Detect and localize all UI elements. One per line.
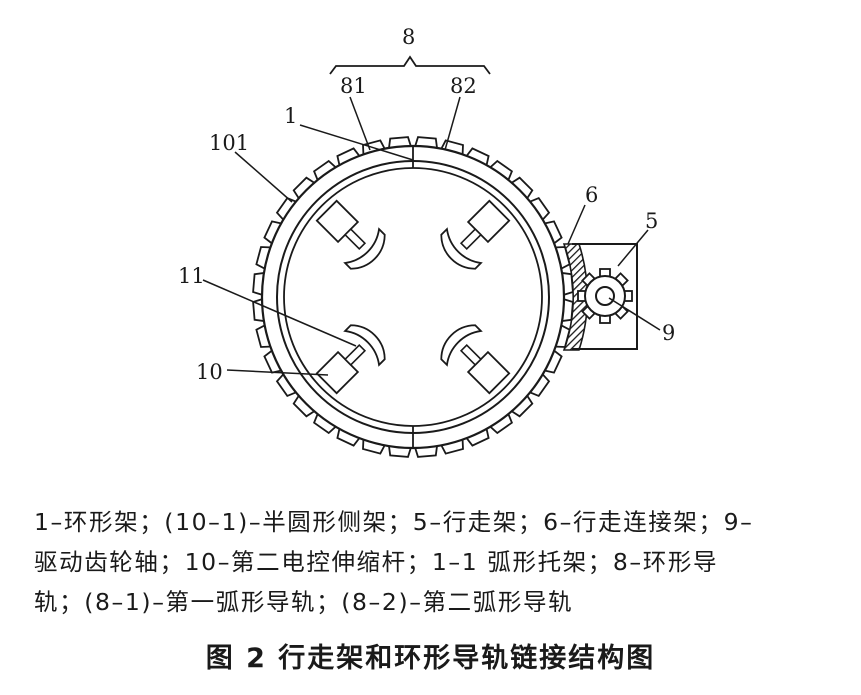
leader-82 [444, 96, 461, 151]
mechanical-diagram: 8 81 82 1 101 6 5 9 11 10 [178, 25, 675, 458]
arc-support [440, 227, 483, 270]
telescopic-arm [315, 324, 386, 395]
leader-9 [608, 297, 661, 331]
arc-support [440, 324, 483, 367]
caption-line-3: 轨；(8–1)–第一弧形导轨；(8–2)–第二弧形导轨 [34, 588, 574, 616]
arc-support [343, 227, 386, 270]
caption-line-1: 1–环形架；(10–1)–半圆形侧架；5–行走架；6–行走连接架；9– [34, 508, 754, 536]
label-10: 10 [196, 360, 223, 384]
telescopic-arm [315, 199, 386, 270]
walking-connector-hatched [562, 243, 589, 351]
telescopic-arm [440, 324, 511, 395]
label-8: 8 [402, 25, 415, 49]
telescopic-arm [440, 199, 511, 270]
telescopic-rod-shaft [459, 343, 483, 367]
label-101: 101 [209, 131, 249, 155]
telescopic-rod-shaft [343, 343, 367, 367]
drive-gear-shaft [595, 286, 615, 306]
leader-6 [567, 204, 586, 245]
outer-rail-circle [260, 144, 566, 450]
arc-support [343, 324, 386, 367]
figure-title: 图 2 行走架和环形导轨链接结构图 [205, 643, 656, 674]
leader-81 [349, 96, 371, 151]
leader-101 [234, 151, 293, 203]
label-81: 81 [340, 74, 367, 98]
label-6: 6 [585, 183, 598, 207]
telescopic-rod-shaft [459, 227, 483, 251]
label-5: 5 [645, 209, 658, 233]
caption-line-2: 驱动齿轮轴；10–第二电控伸缩杆；1–1 弧形托架；8–环形导 [34, 548, 719, 576]
telescopic-arms [315, 199, 511, 395]
label-9: 9 [662, 321, 675, 345]
telescopic-rod-shaft [343, 227, 367, 251]
label-82: 82 [450, 74, 477, 98]
leader-1 [299, 124, 414, 161]
walking-frame-bracket [572, 243, 638, 350]
leader-5 [617, 229, 649, 267]
rail-brace [329, 55, 491, 75]
leader-10 [226, 369, 329, 376]
leader-11 [202, 279, 357, 347]
label-1: 1 [284, 104, 297, 128]
label-11: 11 [178, 264, 205, 288]
